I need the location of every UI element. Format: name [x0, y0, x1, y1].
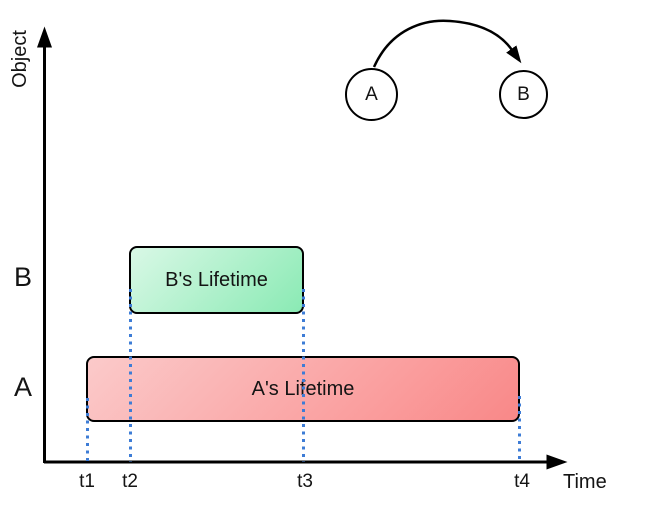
lifetime-bar-b: B's Lifetime: [129, 246, 304, 314]
guide-line-t4: [517, 396, 521, 462]
guide-line-t3: [301, 289, 305, 462]
object-node-b: B: [499, 70, 548, 119]
y-category-label-b: B: [13, 262, 32, 292]
x-axis-title: Time: [563, 471, 607, 493]
guide-line-t2: [128, 289, 132, 462]
y-axis-title: Object: [9, 30, 31, 88]
tick-label-t2: t2: [122, 471, 138, 492]
tick-label-t4: t4: [514, 471, 530, 492]
tick-label-t1: t1: [79, 471, 95, 492]
object-node-a-label: A: [365, 83, 378, 105]
object-node-a: A: [345, 68, 398, 121]
y-category-label-a: A: [13, 372, 32, 402]
guide-line-t1: [85, 398, 89, 462]
lifetime-bar-b-label: B's Lifetime: [165, 268, 268, 291]
tick-label-t3: t3: [297, 471, 313, 492]
reference-arrow-arc: [372, 19, 522, 68]
object-node-b-label: B: [517, 83, 530, 105]
